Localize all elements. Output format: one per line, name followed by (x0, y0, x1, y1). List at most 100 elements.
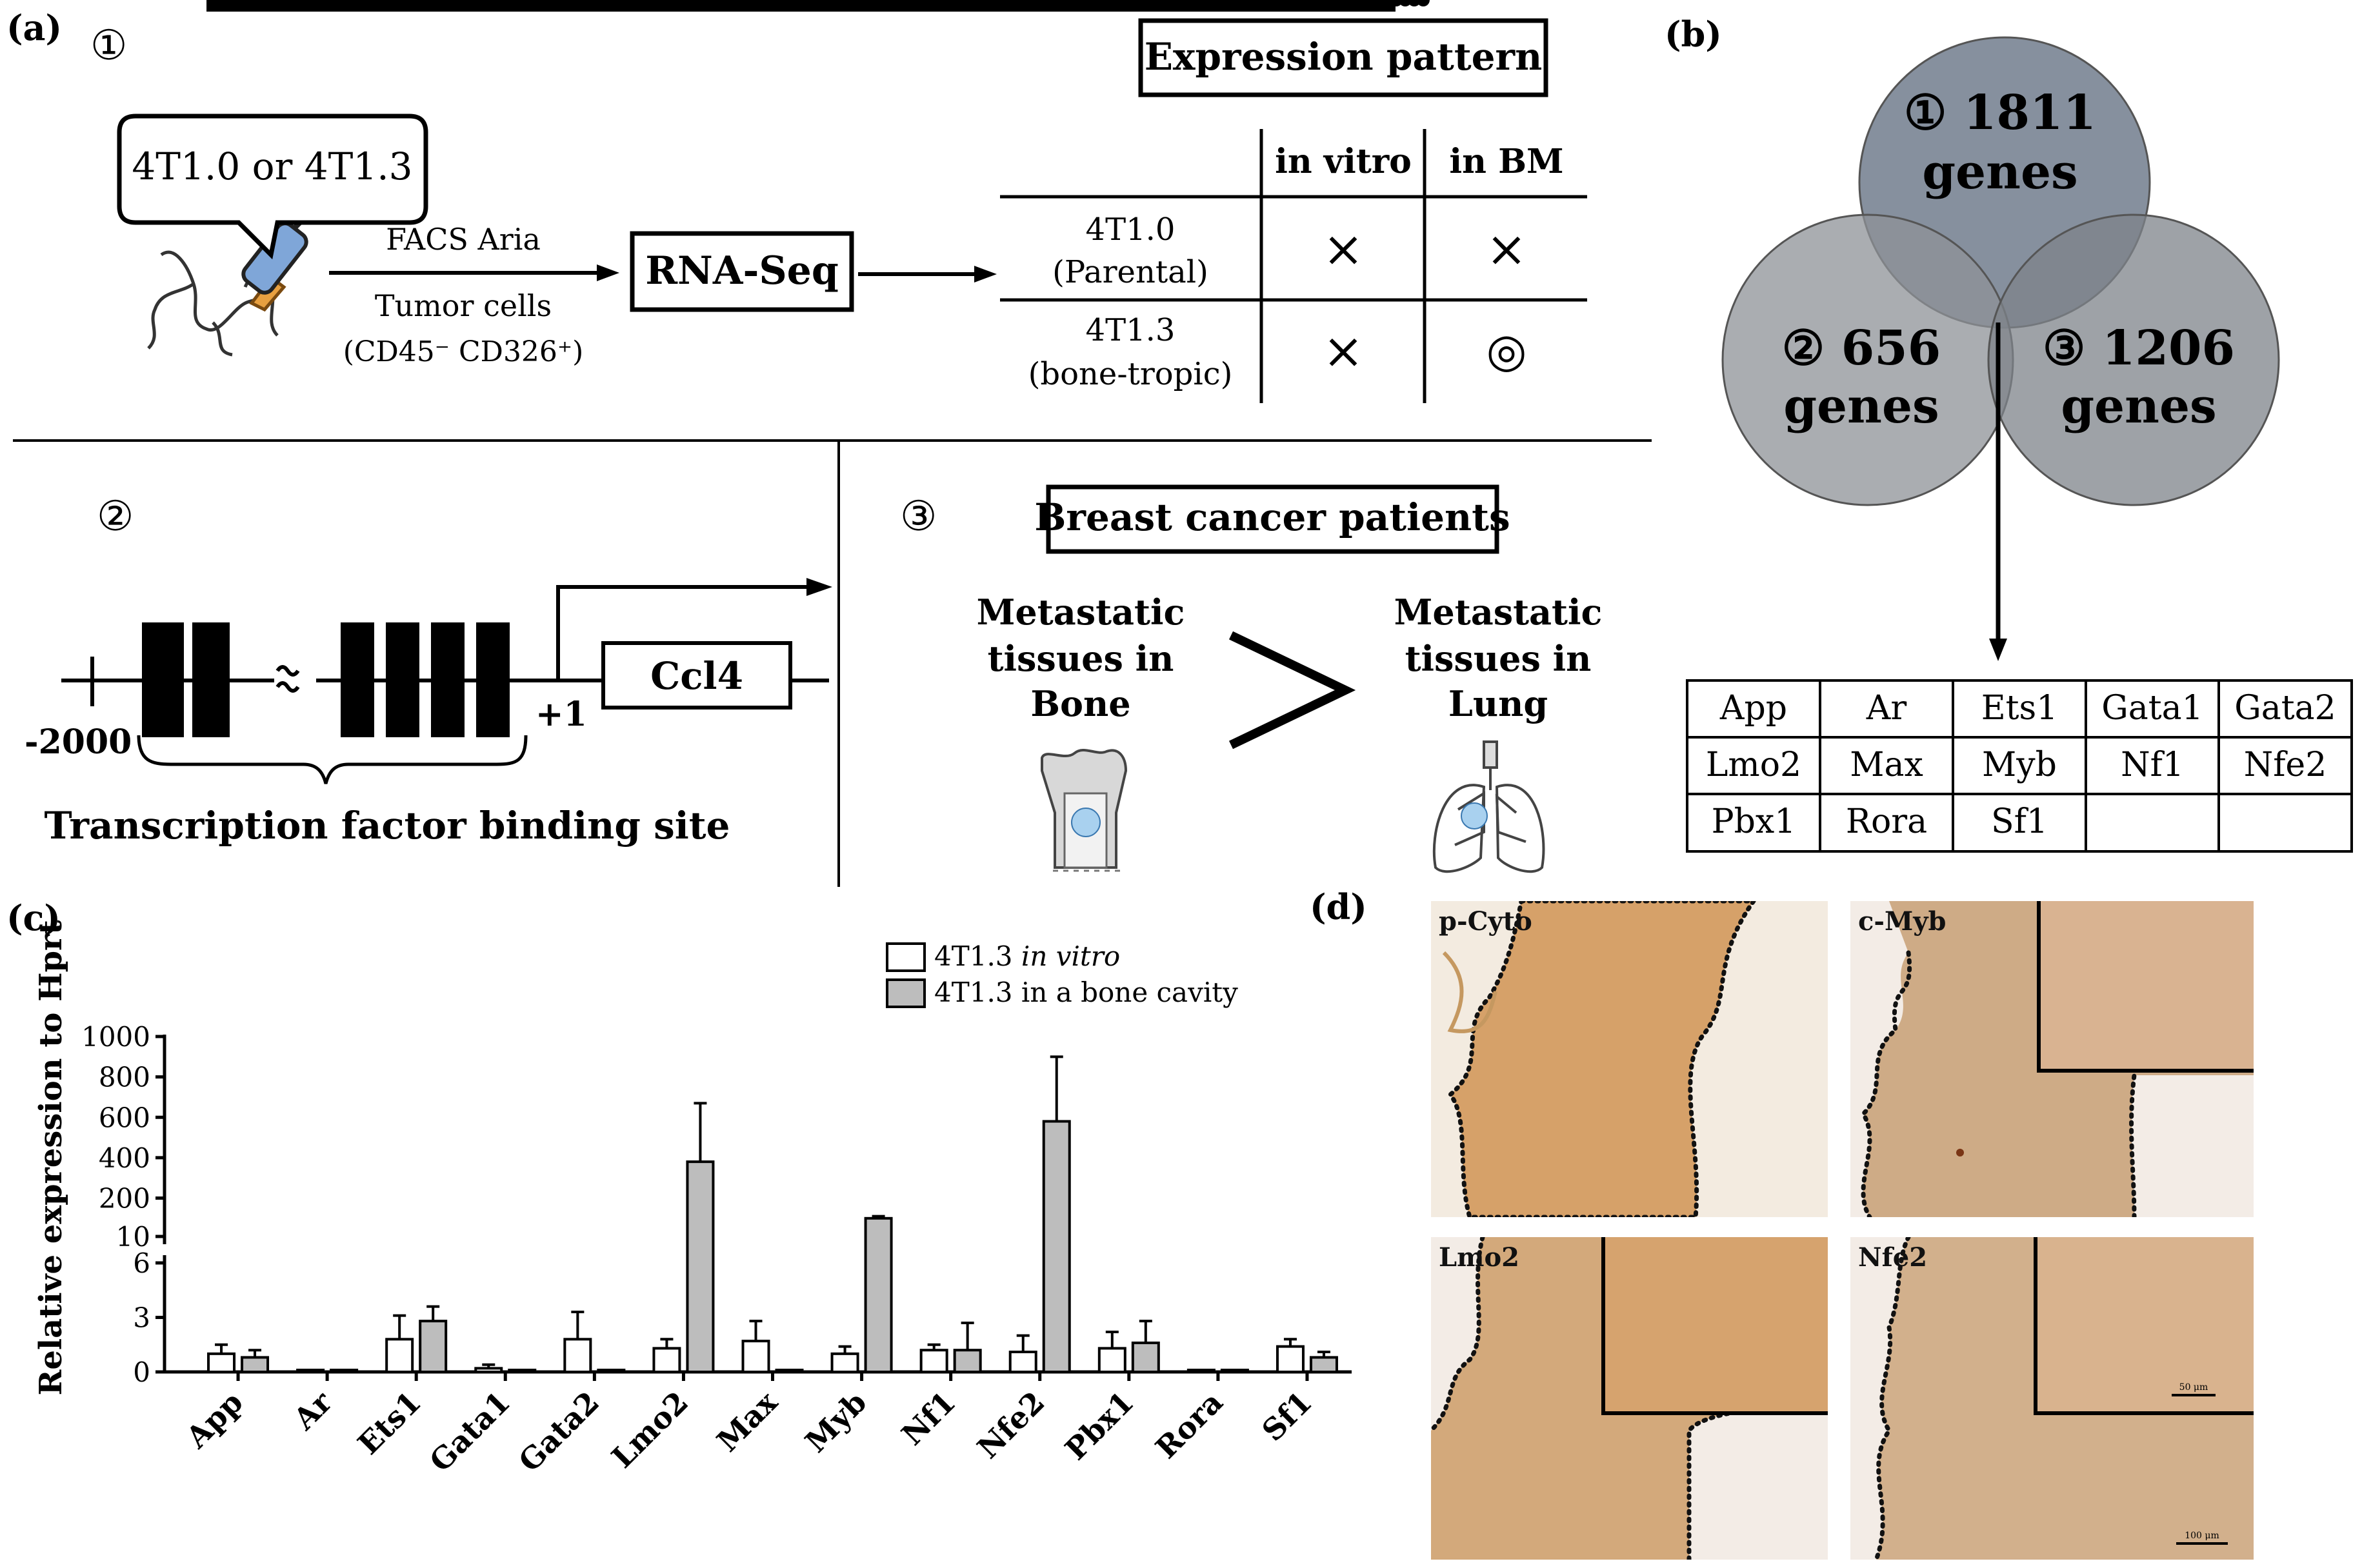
venn-1-count: ① 1811 (1904, 85, 2096, 141)
expression-title-box (1138, 18, 1548, 97)
panel-b-label: (b) (1665, 14, 1722, 55)
bone-text-2: tissues in (988, 638, 1174, 679)
y-tick-label: 10 (116, 1221, 150, 1253)
step-3-marker: ③ (900, 493, 937, 541)
data-point (1195, 0, 1207, 12)
data-point (581, 0, 593, 12)
label-cmyb: c-Myb (1858, 906, 1947, 937)
y-tick-label: 6 (133, 1247, 150, 1279)
gene-cell: Myb (1982, 746, 2057, 784)
inset-lmo2 (1601, 1237, 1828, 1415)
data-point (215, 0, 228, 12)
promoter-diagram (61, 578, 832, 784)
scale-bar-50um: 50 μm (2168, 1382, 2219, 1396)
data-point (1115, 0, 1127, 12)
bar (563, 1338, 592, 1374)
micrograph-pcyto: p-Cyto (1431, 901, 1828, 1217)
x-tick-label: Gata1 (423, 1385, 517, 1479)
x-tick-label: Rora (1149, 1385, 1230, 1465)
row2-name-1: 4T1.3 (1086, 312, 1176, 348)
row1-name-1: 4T1.0 (1086, 212, 1176, 248)
lung-text-2: tissues in (1405, 638, 1592, 679)
gene-cell: Rora (1846, 802, 1927, 841)
legend-bone-text: 4T1.3 in a bone cavity (934, 977, 1238, 1008)
x-tick-label: Max (710, 1384, 785, 1458)
gene-cell: Lmo2 (1706, 746, 1801, 784)
bar (597, 1369, 626, 1373)
bar (741, 1340, 770, 1374)
gene-cell: Ar (1866, 689, 1907, 728)
y-tick-label: 200 (99, 1183, 150, 1215)
data-point (839, 0, 851, 12)
y-tick-label: 400 (99, 1142, 150, 1174)
data-point (572, 0, 584, 12)
x-tick-label: Nfe2 (970, 1385, 1051, 1465)
label-nfe2: Nfe2 (1858, 1242, 1928, 1273)
lung-icon (1432, 740, 1545, 873)
bar (652, 1347, 681, 1373)
patients-title-box (1046, 484, 1499, 554)
bar (296, 1369, 325, 1373)
venn-3-count: ③ 1206 (2043, 321, 2235, 376)
gene-cell: Gata1 (2101, 689, 2203, 728)
x-tick-label: Lmo2 (605, 1385, 695, 1475)
row1-invitro: × (1323, 220, 1364, 277)
row2-inbm: ◎ (1486, 323, 1527, 377)
micrograph-nfe2: 50 μm 100 μm Nfe2 (1850, 1237, 2254, 1560)
cell-speech-bubble (117, 114, 428, 260)
x-tick-label: Pbx1 (1058, 1385, 1140, 1467)
data-point (1275, 0, 1287, 12)
arrow-sort-head (597, 264, 619, 281)
data-point (403, 0, 415, 12)
legend-invitro-text: 4T1.3 in vitro (934, 940, 1120, 972)
venn-diagram (1721, 36, 2280, 506)
greater-than-sign (1228, 631, 1356, 749)
gene-cell: Nfe2 (2244, 746, 2327, 784)
bar (1276, 1345, 1305, 1373)
data-point (1017, 0, 1029, 12)
y-tick-label: 600 (99, 1102, 150, 1133)
data-point (1293, 0, 1305, 12)
data-point (225, 0, 237, 12)
gene-cell: Ets1 (1981, 689, 2058, 728)
bone-icon (1041, 749, 1128, 872)
data-point (394, 0, 406, 12)
bar (330, 1369, 359, 1373)
x-tick-label: Nf1 (895, 1385, 963, 1453)
legend: 4T1.3 in vitro 4T1.3 in a bone cavity (886, 940, 1238, 1008)
col-header-inbm: in BM (1449, 142, 1563, 181)
cd-marker-text: (CD45⁻ CD326⁺) (343, 335, 584, 368)
tumor-cells-text: Tumor cells (375, 288, 552, 323)
data-point (474, 0, 486, 12)
data-point (483, 0, 495, 12)
legend-swatch-bone (886, 978, 926, 1008)
data-point (928, 0, 940, 12)
col-header-invitro: in vitro (1275, 142, 1412, 181)
data-point (1008, 0, 1020, 12)
bar (1097, 1347, 1126, 1373)
bar (775, 1369, 804, 1373)
data-point (1204, 0, 1216, 12)
y-axis-label: Relative expression to Hprt (33, 920, 69, 1395)
panel-c-label: (c) (6, 897, 61, 938)
bone-text-1: Metastatic (977, 591, 1185, 633)
data-point (1284, 0, 1296, 12)
data-point (741, 0, 753, 12)
y-tick-label: 800 (99, 1062, 150, 1093)
data-point (750, 0, 762, 12)
facs-aria-text: FACS Aria (386, 222, 541, 257)
data-point (206, 0, 219, 12)
micrograph-lmo2: Lmo2 (1431, 1237, 1828, 1560)
step-1-marker: ① (90, 22, 127, 70)
promoter-plus: +1 (535, 695, 587, 734)
data-point (385, 0, 397, 12)
data-point (1416, 0, 1430, 6)
bar (686, 1160, 715, 1373)
bone-text-3: Bone (1030, 683, 1130, 724)
venn-1-genes: genes (1922, 144, 2077, 200)
row2-invitro: × (1323, 322, 1364, 379)
bar (1131, 1341, 1160, 1374)
data-point (492, 0, 504, 12)
micrograph-cmyb: c-Myb (1850, 901, 2254, 1217)
bar (419, 1320, 448, 1373)
